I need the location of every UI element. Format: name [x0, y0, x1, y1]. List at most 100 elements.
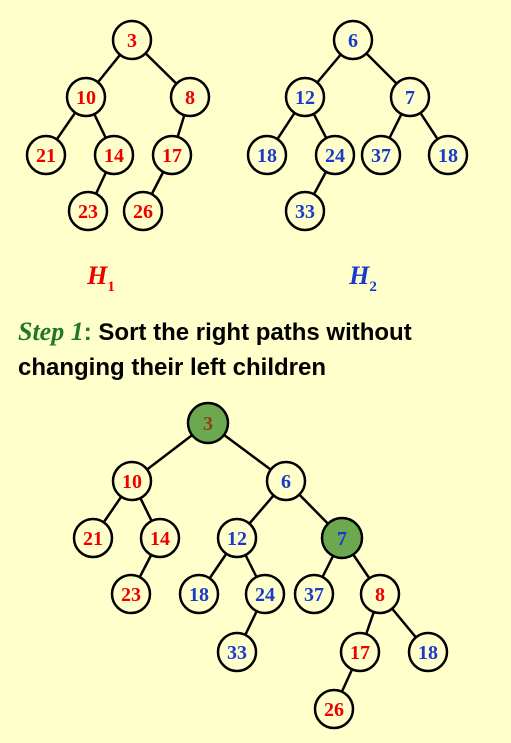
merged-node-circle: [265, 460, 307, 502]
merged-node-key: 12: [227, 528, 247, 550]
merged-node-17: 17: [339, 631, 381, 673]
merged-node-key: 8: [375, 584, 385, 606]
h2-node-key: 7: [405, 87, 415, 109]
merged-node-circle: [313, 688, 355, 730]
h2-node-key: 6: [348, 30, 358, 52]
merged-node-circle: [139, 517, 181, 559]
merged-node-circle: [216, 517, 258, 559]
merged-node-14: 14: [139, 517, 181, 559]
merged-node-26: 26: [313, 688, 355, 730]
h1-node-key: 26: [133, 201, 153, 223]
merged-node-key: 10: [122, 471, 142, 493]
h2-node-key: 24: [325, 145, 345, 167]
h1-node-21: 21: [25, 134, 67, 176]
merged-node-key: 7: [337, 528, 347, 550]
merged-node-key: 6: [281, 471, 291, 493]
step-description: Step 1: Sort the right paths without cha…: [18, 314, 508, 385]
merged-node-7: 7: [320, 516, 364, 560]
h2-node-12: 12: [284, 76, 326, 118]
h1-node-14: 14: [93, 134, 135, 176]
merged-node-circle: [111, 460, 153, 502]
merged-node-23: 23: [110, 573, 152, 615]
h1-node-circle: [25, 134, 67, 176]
merged-node-circle: [359, 573, 401, 615]
h1-node-3: 3: [111, 19, 153, 61]
h1-node-key: 8: [185, 87, 195, 109]
h2-node-7: 7: [389, 76, 431, 118]
h2-node-6: 6: [332, 19, 374, 61]
h2-node-circle: [284, 190, 326, 232]
merged-node-circle: [293, 573, 335, 615]
h1-node-circle: [151, 134, 193, 176]
merged-node-key: 14: [150, 528, 170, 550]
merged-node-key: 26: [324, 699, 344, 721]
merged-node-circle: [339, 631, 381, 673]
h1-label-main: H: [86, 261, 108, 290]
h2-node-circle: [360, 134, 402, 176]
merged-node-37: 37: [293, 573, 335, 615]
h1-node-10: 10: [65, 76, 107, 118]
h2-node-circle: [427, 134, 469, 176]
h2-node-key: 37: [371, 145, 391, 167]
h2-label: H2: [348, 261, 377, 295]
merged-node-key: 23: [121, 584, 141, 606]
merged-node-24: 24: [244, 573, 286, 615]
merged-node-key: 3: [203, 413, 213, 435]
h1-node-8: 8: [169, 76, 211, 118]
h1-label-sub: 1: [107, 279, 115, 295]
merged-node-circle: [407, 631, 449, 673]
merged-node-18: 18: [178, 573, 220, 615]
h2-node-18: 18: [246, 134, 288, 176]
h1-node-circle: [169, 76, 211, 118]
merged-node-circle: [178, 573, 220, 615]
h2-label-main: H: [348, 261, 370, 290]
merged-node-key: 18: [189, 584, 209, 606]
merged-node-12: 12: [216, 517, 258, 559]
merged-node-circle: [72, 517, 114, 559]
h2-node-24: 24: [314, 134, 356, 176]
h1-node-key: 17: [162, 145, 182, 167]
h1-node-key: 3: [127, 30, 137, 52]
h1-node-key: 10: [76, 87, 96, 109]
h2-node-key: 33: [295, 201, 315, 223]
merged-node-3: 3: [186, 401, 230, 445]
h1-node-26: 26: [122, 190, 164, 232]
merged-node-33: 33: [216, 631, 258, 673]
h2-node-circle: [246, 134, 288, 176]
h2-node-key: 18: [438, 145, 458, 167]
merged-node-6: 6: [265, 460, 307, 502]
merged-node-18: 18: [407, 631, 449, 673]
h2-node-circle: [389, 76, 431, 118]
merged-node-circle: [216, 631, 258, 673]
h2-node-37: 37: [360, 134, 402, 176]
merged-node-key: 24: [255, 584, 275, 606]
h1-node-key: 23: [78, 201, 98, 223]
h1-node-circle: [93, 134, 135, 176]
h2-node-circle: [314, 134, 356, 176]
merged-node-circle: [186, 401, 230, 445]
h2-node-circle: [284, 76, 326, 118]
h1-node-circle: [122, 190, 164, 232]
h1-node-circle: [111, 19, 153, 61]
h2-node-key: 12: [295, 87, 315, 109]
h1-node-key: 14: [104, 145, 124, 167]
h2-node-key: 18: [257, 145, 277, 167]
merged-node-21: 21: [72, 517, 114, 559]
h2-node-circle: [332, 19, 374, 61]
merged-node-circle: [244, 573, 286, 615]
merged-node-10: 10: [111, 460, 153, 502]
h1-node-17: 17: [151, 134, 193, 176]
h1-label: H1: [86, 261, 115, 295]
h1-node-circle: [65, 76, 107, 118]
h1-node-key: 21: [36, 145, 56, 167]
step-text: Sort the right paths without changing th…: [18, 319, 412, 381]
merged-node-circle: [320, 516, 364, 560]
merged-node-8: 8: [359, 573, 401, 615]
merged-node-key: 33: [227, 642, 247, 664]
h1-node-circle: [67, 190, 109, 232]
merged-node-key: 21: [83, 528, 103, 550]
merged-node-circle: [110, 573, 152, 615]
step-prefix: Step 1: [18, 317, 84, 346]
